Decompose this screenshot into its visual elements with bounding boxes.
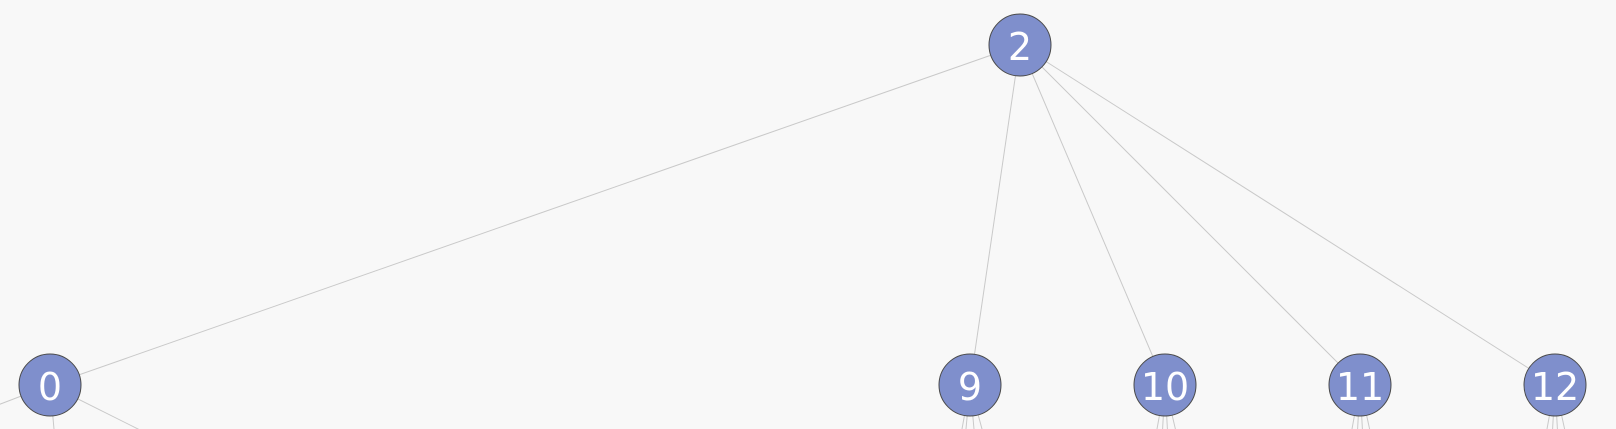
node-circle — [938, 353, 1002, 417]
node-0[interactable]: 0 — [18, 353, 82, 417]
node-circle — [988, 13, 1052, 77]
edge-2-11 — [1019, 44, 1361, 386]
node-label: 9 — [958, 365, 982, 409]
node-label: 11 — [1336, 365, 1384, 409]
node-label: 12 — [1531, 365, 1579, 409]
node-label: 0 — [38, 365, 62, 409]
edge-2-9 — [969, 44, 1021, 386]
node-circle — [18, 353, 82, 417]
node-2[interactable]: 2 — [988, 13, 1052, 77]
node-9[interactable]: 9 — [938, 353, 1002, 417]
node-circle — [1133, 353, 1197, 417]
node-label: 10 — [1141, 365, 1189, 409]
nodes-layer: 2 0 9 10 11 12 — [18, 13, 1587, 417]
edges-layer — [49, 44, 1556, 386]
edge-2-0 — [49, 44, 1021, 386]
node-11[interactable]: 11 — [1328, 353, 1392, 417]
node-circle — [1523, 353, 1587, 417]
node-12[interactable]: 12 — [1523, 353, 1587, 417]
node-circle — [1328, 353, 1392, 417]
edge-2-10 — [1019, 44, 1166, 386]
node-label: 2 — [1008, 25, 1032, 69]
edge-2-12 — [1019, 44, 1556, 386]
node-10[interactable]: 10 — [1133, 353, 1197, 417]
